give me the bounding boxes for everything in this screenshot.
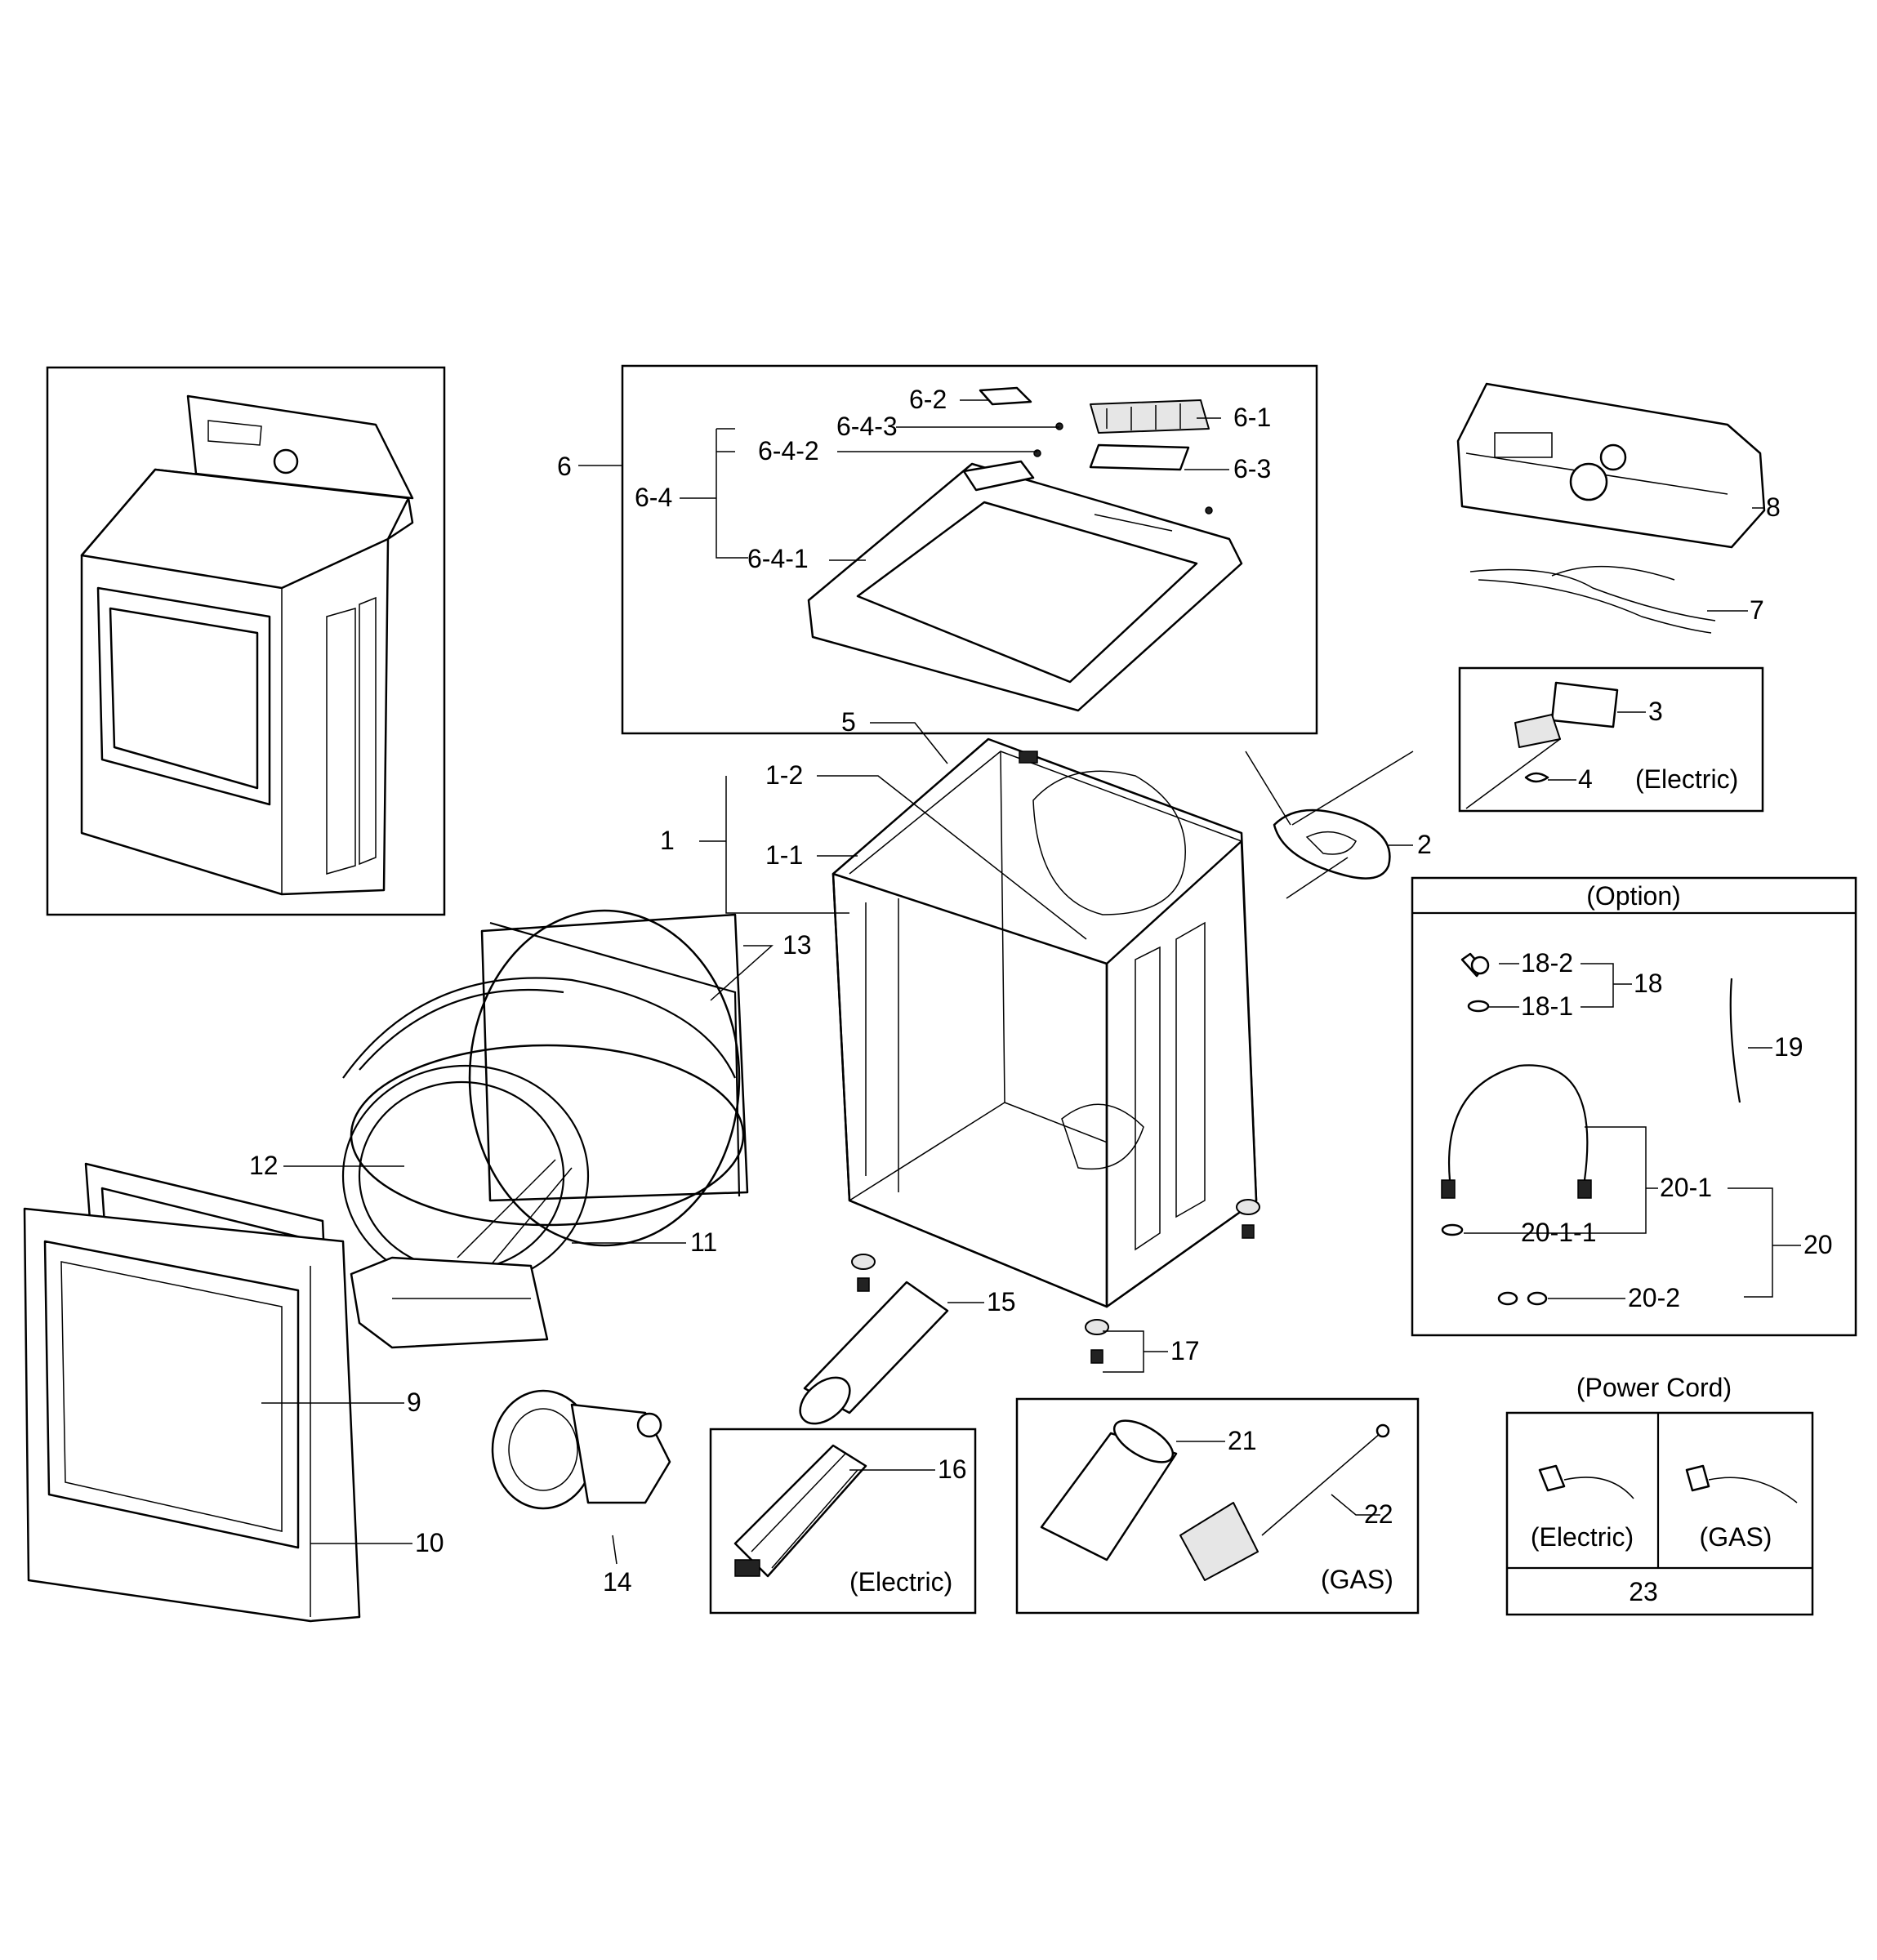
control-panel-and-harness	[1456, 382, 1766, 634]
label-20-1: 20-1	[1660, 1173, 1712, 1202]
note-cord-electric: (Electric)	[1531, 1522, 1634, 1552]
label-18: 18	[1634, 969, 1663, 998]
label-6-1: 6-1	[1233, 403, 1271, 432]
label-5: 5	[841, 707, 856, 737]
label-8: 8	[1766, 492, 1781, 522]
note-power-cord: (Power Cord)	[1576, 1373, 1732, 1402]
notes: (Electric) (Option) (Power Cord) (Electr…	[849, 764, 1772, 1597]
label-1-2: 1-2	[765, 760, 803, 790]
label-2: 2	[1417, 830, 1432, 859]
note-option: (Option)	[1586, 881, 1681, 911]
exhaust-duct	[799, 1281, 949, 1425]
label-6: 6	[557, 452, 572, 481]
part-labels: 6-2 6-1 6-4-3 6-4-2 6 6-4 6-3 6-4-1 8 7 …	[249, 385, 1833, 1606]
label-17: 17	[1170, 1336, 1200, 1365]
label-22: 22	[1364, 1499, 1393, 1529]
label-18-2: 18-2	[1521, 948, 1573, 978]
label-7: 7	[1750, 595, 1764, 625]
label-6-4-2: 6-4-2	[758, 436, 819, 466]
label-19: 19	[1774, 1032, 1803, 1062]
power-cord-box	[1505, 1411, 1814, 1616]
option-box	[1411, 876, 1857, 1337]
label-6-2: 6-2	[909, 385, 947, 414]
label-20-1-1: 20-1-1	[1521, 1218, 1597, 1247]
label-15: 15	[987, 1287, 1016, 1316]
label-18-1: 18-1	[1521, 991, 1573, 1021]
overview-dryer	[46, 366, 446, 916]
label-6-4: 6-4	[635, 483, 672, 512]
note-electric-heater: (Electric)	[849, 1567, 952, 1597]
blower-fan	[491, 1389, 671, 1510]
label-4: 4	[1578, 764, 1593, 794]
label-1: 1	[660, 826, 675, 855]
top-cover-assembly	[621, 364, 1318, 735]
label-21: 21	[1228, 1426, 1257, 1455]
label-9: 9	[407, 1388, 421, 1417]
leader-lines	[261, 399, 1801, 1565]
note-electric-top: (Electric)	[1635, 764, 1738, 794]
door-assembly	[23, 1162, 361, 1623]
label-6-4-1: 6-4-1	[747, 544, 809, 573]
gas-burner-box	[1015, 1397, 1420, 1615]
label-6-3: 6-3	[1233, 454, 1271, 483]
label-1-1: 1-1	[765, 840, 803, 870]
label-23: 23	[1629, 1577, 1658, 1606]
note-cord-gas: (GAS)	[1700, 1522, 1772, 1552]
label-16: 16	[938, 1454, 967, 1484]
label-13: 13	[782, 930, 812, 960]
label-10: 10	[415, 1528, 444, 1557]
label-3: 3	[1648, 697, 1663, 726]
label-12: 12	[249, 1151, 279, 1180]
cabinet	[831, 737, 1258, 1308]
label-20: 20	[1803, 1230, 1833, 1259]
label-20-2: 20-2	[1628, 1283, 1680, 1312]
heater-box	[709, 1428, 977, 1615]
label-11: 11	[690, 1227, 717, 1257]
label-6-4-3: 6-4-3	[836, 412, 898, 441]
label-14: 14	[603, 1567, 632, 1597]
drum-assembly	[341, 909, 749, 1349]
leveling-feet	[851, 1199, 1260, 1364]
note-gas-burner: (GAS)	[1321, 1565, 1393, 1594]
